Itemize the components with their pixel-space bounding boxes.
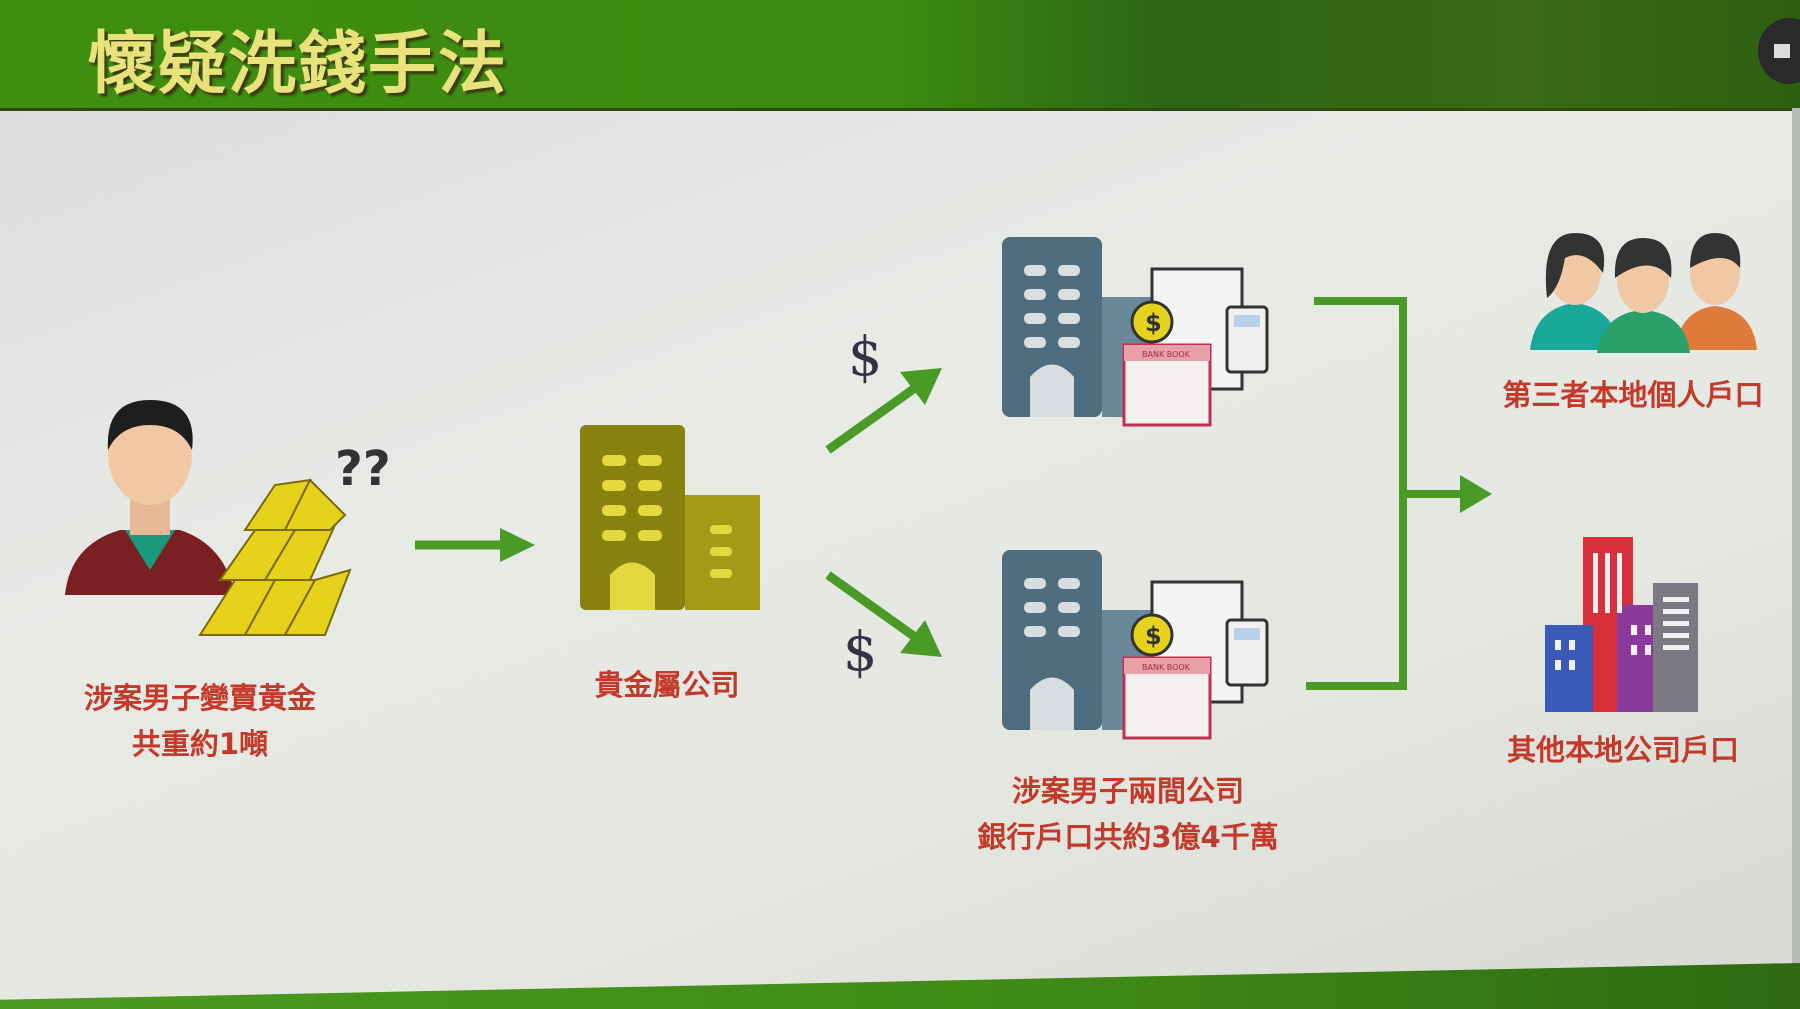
dollar-icon-bottom: $ [843,620,878,683]
camera-icon[interactable] [1758,18,1800,84]
local-companies-label: 其他本地公司戶口 [1506,733,1740,767]
metal-company-building-icon [580,425,760,610]
suspect-label-line2: 共重約1噸 [131,727,269,761]
bottom-bar [0,963,1800,1009]
header-bar: 懷疑洗錢手法 [0,0,1800,111]
bank-book-label: BANK BOOK [1142,663,1191,672]
individuals-label: 第三者本地個人戶口 [1502,378,1764,412]
coin-dollar: $ [1145,309,1162,337]
arrow-down-right-icon [825,571,942,657]
companies-label-line2: 銀行戶口共約3億4千萬 [977,820,1279,854]
coin-dollar: $ [1145,622,1162,650]
bank-book-label: BANK BOOK [1142,350,1191,359]
page-title: 懷疑洗錢手法 [88,25,509,104]
metal-company-label: 貴金屬公司 [594,668,740,702]
dollar-icon-top: $ [848,325,883,388]
companies-label-line1: 涉案男子兩間公司 [1011,774,1245,808]
arrow-up-right-icon [825,368,942,454]
individuals-icon [1530,233,1757,353]
bank-account-icon-top: BANK BOOK $ [1002,237,1269,427]
arrow-right-icon [415,528,535,562]
merge-bracket-arrow-icon [1306,297,1492,690]
companies-label: 涉案男子兩間公司 銀行戶口共約3億4千萬 [977,768,1278,860]
local-companies-icon [1545,537,1698,712]
suspect-with-gold-icon: ?? [65,400,391,636]
suspect-label-line1: 涉案男子變賣黃金 [83,681,317,715]
screen-edge [1792,108,1800,968]
bank-account-icon-bottom: BANK BOOK $ [1002,550,1269,740]
suspect-label: 涉案男子變賣黃金 共重約1噸 [84,675,316,767]
question-marks: ?? [335,441,391,497]
